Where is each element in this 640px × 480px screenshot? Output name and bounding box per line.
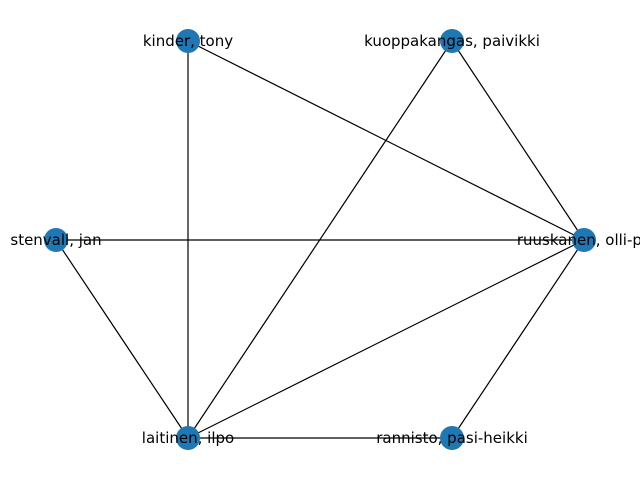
label-layer: kinder, tony kuoppakangas, paivikki stenva… <box>10 32 640 447</box>
node-stenvall <box>44 228 68 252</box>
node-rannisto <box>440 426 464 450</box>
edge-ruuskanen-laitinen <box>187 239 585 439</box>
node-ruuskanen <box>572 228 596 252</box>
edge-ruuskanen-rannisto <box>451 239 585 439</box>
edge-layer <box>55 40 585 439</box>
edge-stenvall-laitinen <box>55 239 189 439</box>
node-kuoppakangas <box>440 29 464 53</box>
node-layer <box>44 29 596 450</box>
edge-kuoppakangas-ruuskanen <box>451 40 585 241</box>
node-laitinen <box>176 426 200 450</box>
node-label-rannisto: rannisto, pasi-heikki <box>376 429 528 447</box>
node-label-stenvall: stenvall, jan <box>10 231 101 249</box>
node-label-ruuskanen: ruuskanen, olli-pe <box>517 231 640 249</box>
node-kinder <box>176 29 200 53</box>
node-label-kuoppakangas: kuoppakangas, paivikki <box>364 32 540 50</box>
node-label-laitinen: laitinen, ilpo <box>142 429 234 447</box>
node-label-kinder: kinder, tony <box>143 32 233 50</box>
